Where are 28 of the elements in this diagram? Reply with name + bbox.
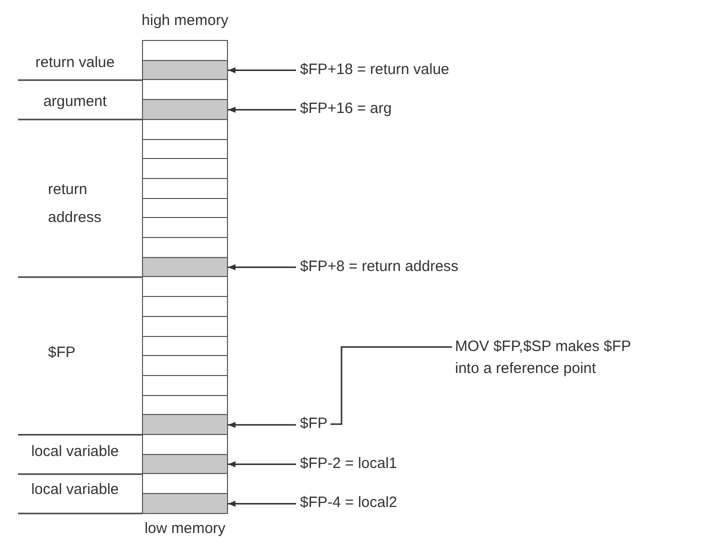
memory-cell: [142, 493, 228, 514]
annotation-text: MOV $FP,$SP makes $FP into a reference point: [455, 336, 655, 380]
region-label: return value: [35, 54, 115, 72]
memory-cell: [142, 60, 228, 81]
annotation-text: $FP+16 = arg: [300, 100, 392, 118]
arrow: [228, 500, 296, 507]
region-label: $FP: [48, 344, 76, 362]
region-label: local variable: [31, 481, 119, 499]
arrow: [228, 264, 296, 270]
annotation-text: $FP-4 = local2: [300, 494, 398, 512]
leader-line: [330, 346, 452, 425]
annotation-text: $FP+18 = return value: [300, 60, 450, 79]
memory-cell: [142, 99, 228, 120]
region-label: argument: [43, 93, 107, 111]
annotation-text: $FP+8 = return address: [300, 258, 458, 276]
arrow: [228, 461, 296, 468]
region-label: high memory: [142, 12, 228, 30]
region-label: local variable: [31, 443, 119, 461]
arrow: [228, 67, 296, 74]
annotation-text: $FP: [300, 415, 328, 434]
arrow: [228, 422, 296, 428]
memory-cell: [142, 256, 228, 278]
region-label: low memory: [144, 520, 226, 538]
region-label: return address: [48, 180, 102, 228]
arrow: [228, 106, 296, 113]
memory-cell: [142, 414, 228, 436]
memory-cell: [142, 454, 228, 475]
annotation-text: $FP-2 = local1: [300, 454, 398, 473]
